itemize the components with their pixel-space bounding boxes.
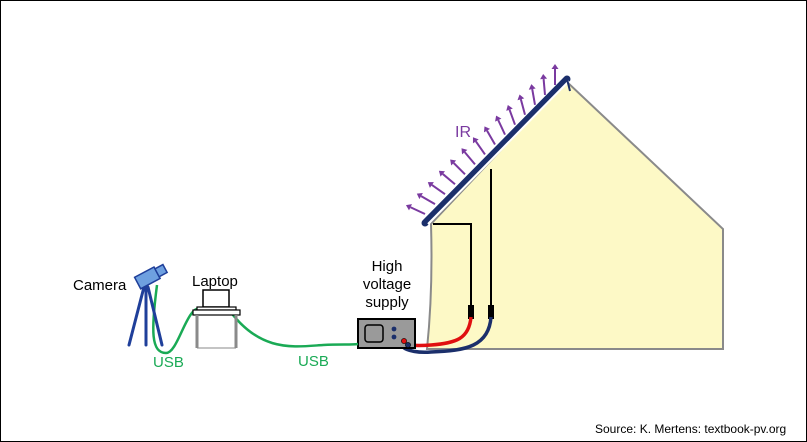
ir-arrow-shaft	[475, 140, 486, 156]
panel-wires	[433, 169, 492, 307]
ir-label: IR	[455, 124, 471, 141]
ir-arrow-shaft	[420, 195, 436, 205]
ir-arrow-shaft	[486, 130, 496, 146]
camera-icon	[127, 263, 169, 347]
ir-arrow-head	[495, 115, 502, 122]
ir-arrow-head	[528, 84, 536, 90]
ir-arrow-head	[438, 170, 445, 177]
supply-label-line2: voltage	[362, 276, 412, 293]
solar-panel	[421, 75, 571, 227]
connector-left	[468, 305, 474, 319]
ir-arrow-shaft	[497, 119, 506, 136]
ir-arrows	[405, 64, 559, 215]
supply-label-line1: High	[371, 258, 403, 275]
ir-arrow-shaft	[442, 173, 456, 185]
ir-arrow-head	[416, 193, 423, 200]
ir-arrow-head	[472, 137, 479, 144]
ir-arrow-head	[483, 126, 491, 133]
ir-arrow-head	[427, 182, 434, 188]
ir-arrow-shaft	[519, 99, 526, 116]
ir-arrow-shaft	[531, 88, 536, 106]
ir-arrow-head	[540, 74, 548, 80]
supply-label-line3: supply	[365, 294, 409, 311]
camera-label: Camera	[73, 277, 127, 294]
usb-cable-right	[225, 306, 359, 348]
ir-arrow-shaft	[410, 206, 426, 215]
ir-arrow-head	[450, 159, 457, 166]
laptop-icon	[192, 289, 241, 349]
ir-arrow-head	[405, 204, 412, 211]
supply-label: High voltage supply	[351, 258, 423, 312]
ir-arrow-shaft	[463, 151, 476, 166]
source-credit: Source: K. Mertens: textbook-pv.org	[595, 422, 787, 436]
ir-arrow-head	[506, 104, 513, 111]
ir-arrow-head	[517, 94, 525, 101]
high-voltage-supply-icon	[357, 318, 416, 349]
house-shape	[425, 79, 724, 350]
connector-right	[488, 305, 494, 319]
ir-arrow-shaft	[508, 109, 516, 126]
usb-label-right: USB	[298, 353, 329, 370]
ir-arrow-head	[461, 148, 468, 155]
usb-label-left: USB	[153, 354, 184, 371]
ir-arrow-head	[551, 64, 559, 69]
ir-arrow-shaft	[542, 78, 546, 96]
ir-arrow-shaft	[431, 184, 446, 195]
laptop-label: Laptop	[192, 273, 238, 290]
ir-arrow-shaft	[452, 162, 466, 176]
navy-cable	[401, 316, 493, 354]
usb-cable-left	[152, 284, 204, 355]
